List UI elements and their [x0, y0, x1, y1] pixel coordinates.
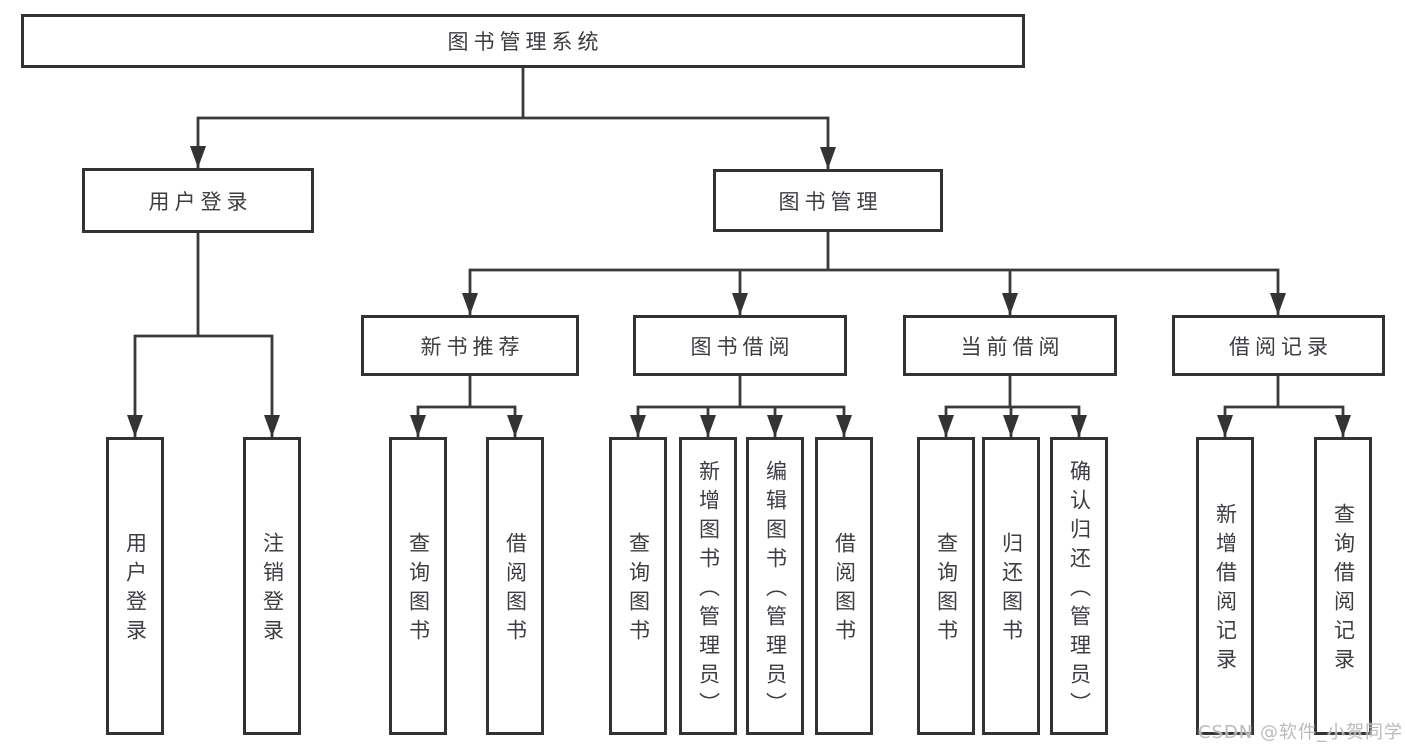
leaf-current-query-books: 查询图书	[917, 437, 975, 735]
leaf-edit-books-admin: 编辑图书（管理员）	[746, 437, 804, 735]
node-borrowing-records: 借阅记录	[1172, 315, 1385, 376]
leaf-logout: 注销登录	[243, 437, 301, 735]
node-user-login: 用户登录	[82, 168, 314, 233]
leaf-recommend-borrow-books: 借阅图书	[486, 437, 544, 735]
leaf-borrow-books: 借阅图书	[815, 437, 873, 735]
leaf-borrowing-query-books: 查询图书	[609, 437, 667, 735]
leaf-current-query-books-label: 查询图书	[934, 532, 959, 648]
leaf-recommend-query-books: 查询图书	[389, 437, 447, 735]
node-library-management-system: 图书管理系统	[21, 14, 1025, 68]
leaf-borrowing-query-books-label: 查询图书	[626, 532, 651, 648]
leaf-query-borrow-record-label: 查询借阅记录	[1331, 503, 1356, 677]
leaf-confirm-return-admin: 确认归还（管理员）	[1050, 437, 1108, 735]
node-current-borrowing: 当前借阅	[903, 315, 1117, 376]
leaf-borrow-books-label: 借阅图书	[832, 532, 857, 648]
leaf-confirm-return-admin-label: 确认归还（管理员）	[1067, 459, 1092, 721]
leaf-add-borrow-record: 新增借阅记录	[1196, 437, 1254, 735]
leaf-add-books-admin-label: 新增图书（管理员）	[696, 459, 721, 721]
leaf-logout-label: 注销登录	[260, 532, 285, 648]
leaf-return-books: 归还图书	[982, 437, 1040, 735]
node-new-book-recommendation: 新书推荐	[361, 315, 579, 376]
leaf-add-books-admin: 新增图书（管理员）	[679, 437, 737, 735]
leaf-user-login: 用户登录	[106, 437, 164, 735]
csdn-watermark: CSDN @软件_小贺同学	[1197, 722, 1403, 743]
leaf-edit-books-admin-label: 编辑图书（管理员）	[763, 459, 788, 721]
leaf-recommend-query-books-label: 查询图书	[406, 532, 431, 648]
node-book-borrowing: 图书借阅	[633, 315, 847, 376]
arrowheads	[127, 146, 1351, 437]
leaf-recommend-borrow-books-label: 借阅图书	[503, 532, 528, 648]
node-book-management: 图书管理	[713, 169, 943, 232]
leaf-add-borrow-record-label: 新增借阅记录	[1213, 503, 1238, 677]
leaf-query-borrow-record: 查询借阅记录	[1314, 437, 1372, 735]
leaf-user-login-label: 用户登录	[123, 532, 148, 648]
leaf-return-books-label: 归还图书	[999, 532, 1024, 648]
